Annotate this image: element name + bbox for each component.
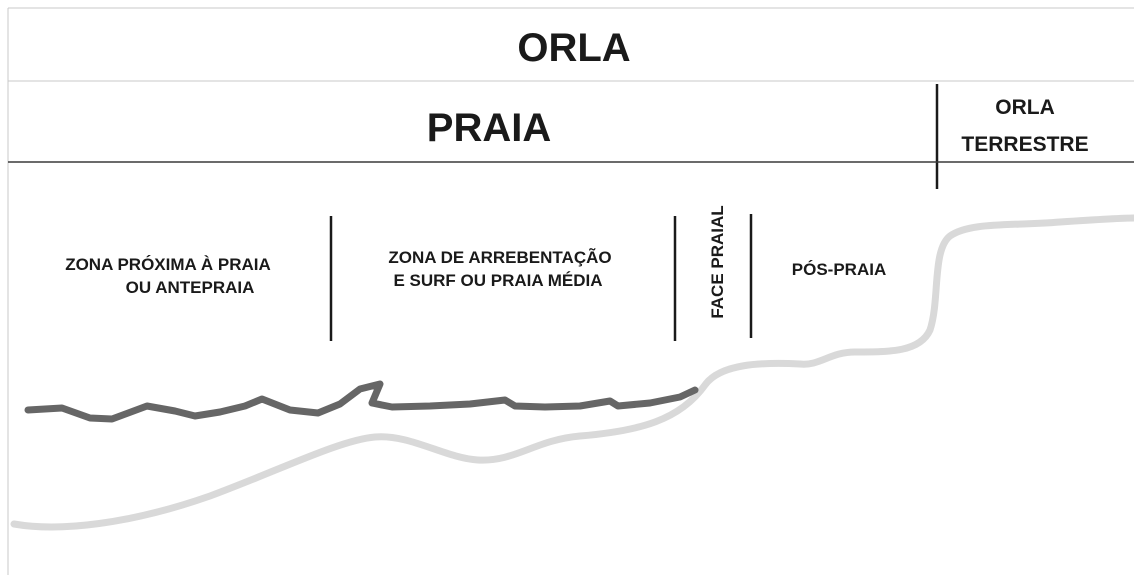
water-surface-line	[24, 380, 699, 423]
orla-terrestre-label-line2: TERRESTRE	[961, 133, 1088, 156]
zone-nearshore-label-line2: OU ANTEPRAIA	[126, 278, 255, 297]
zone-nearshore-label-line1: ZONA PRÓXIMA À PRAIA	[65, 255, 271, 274]
ground-profile-line	[10, 214, 1134, 531]
orla-terrestre-label-line1: ORLA	[995, 96, 1055, 119]
diagram-title: ORLA	[517, 26, 630, 70]
zone-backshore-label: PÓS-PRAIA	[792, 260, 886, 279]
zone-beach-face-label: FACE PRAIAL	[708, 205, 727, 318]
praia-section-label: PRAIA	[427, 106, 551, 150]
zone-surf-label-line2: E SURF OU PRAIA MÉDIA	[393, 271, 602, 290]
zone-surf-label-line1: ZONA DE ARREBENTAÇÃO	[388, 247, 611, 267]
